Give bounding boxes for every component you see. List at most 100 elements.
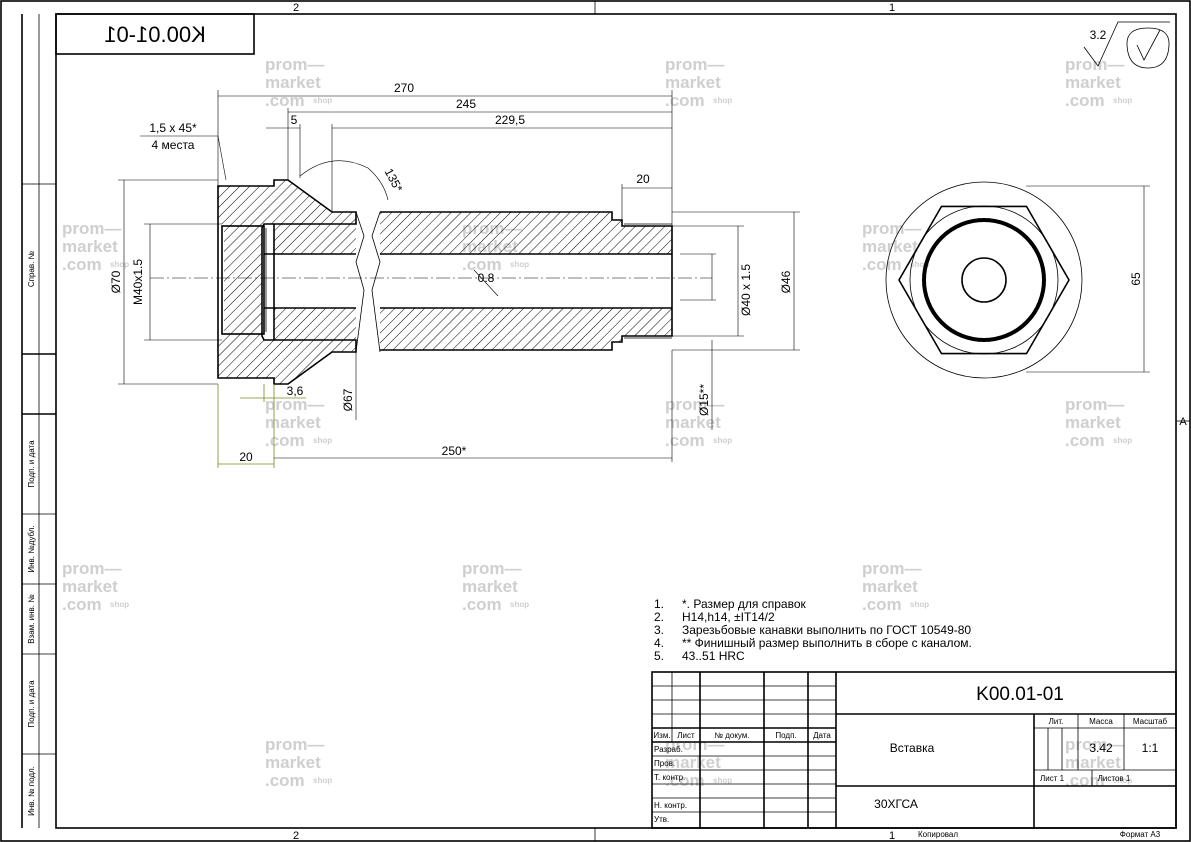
watermark-suffix: shop (713, 436, 732, 445)
dim-270: 270 (394, 81, 414, 95)
tb-mass-value: 3.42 (1089, 741, 1113, 755)
copied-label: Копировал (918, 830, 958, 839)
watermark-suffix: shop (110, 600, 129, 609)
watermark-text: .com (862, 595, 902, 614)
podp-data-label-2: Подп. и дата (27, 680, 36, 728)
watermark-suffix: shop (713, 96, 732, 105)
dimension-lines: 270 245 229,5 5 1,5 x 45* 4 места 135* 2… (109, 81, 800, 468)
tb-row-prov: Пров. (654, 759, 675, 768)
watermark-text: .com (665, 91, 705, 110)
dim-dia70: Ø70 (109, 270, 123, 293)
watermark-text: market (62, 577, 118, 596)
zone-top-right: 1 (889, 2, 895, 14)
note-text: *. Размер для справок (682, 597, 807, 611)
dim-245: 245 (456, 97, 476, 111)
watermark: prom—market.com shop (265, 395, 332, 450)
dim-65: 65 (1129, 272, 1143, 286)
watermark-text: market (862, 577, 918, 596)
note-text: 43..51 HRC (682, 649, 745, 663)
dim-dia67: Ø67 (341, 388, 355, 411)
watermark-text: .com (462, 595, 502, 614)
watermark-text: prom— (665, 395, 725, 414)
watermark-text: .com (462, 255, 502, 274)
note-number: 5. (654, 649, 664, 663)
watermark-suffix: shop (313, 776, 332, 785)
watermark-text: market (265, 73, 321, 92)
inv-dubl-label: Инв. №дубл. (27, 525, 36, 572)
tb-col-data: Дата (813, 731, 831, 740)
note-number: 1. (654, 597, 664, 611)
inv-podl-label: Инв. № подл. (27, 766, 36, 816)
watermark-text: market (265, 753, 321, 772)
watermark-text: market (862, 237, 918, 256)
tb-sheets-label: Листов 1 (1098, 774, 1131, 783)
tb-scale-value: 1:1 (1142, 741, 1159, 755)
watermark-suffix: shop (510, 600, 529, 609)
watermark-text: market (1065, 413, 1121, 432)
dim-250: 250* (442, 444, 467, 458)
roughness-value: 3.2 (1090, 28, 1107, 42)
watermark-suffix: shop (1113, 436, 1132, 445)
zone-top-left: 2 (293, 2, 299, 14)
watermark-text: .com (862, 255, 902, 274)
watermark-text: .com (1065, 431, 1105, 450)
tb-col-podp: Подп. (775, 731, 796, 740)
watermark-text: .com (665, 771, 705, 790)
dim-20-top: 20 (636, 172, 650, 186)
dim-dia40: Ø40 x 1.5 (739, 264, 753, 316)
watermark-text: market (462, 577, 518, 596)
watermark-text: prom— (665, 55, 725, 74)
watermark-suffix: shop (313, 96, 332, 105)
note-text: Зарезьбовые канавки выполнить по ГОСТ 10… (682, 623, 971, 637)
mirrored-designation: K00.01-01 (104, 22, 206, 47)
note-number: 2. (654, 610, 664, 624)
watermark-text: prom— (862, 559, 922, 578)
watermark-text: market (62, 237, 118, 256)
watermark-text: prom— (1065, 55, 1125, 74)
watermark-text: prom— (665, 735, 725, 754)
dim-dia46: Ø46 (779, 270, 793, 293)
dim-m40: M40x1.5 (131, 259, 145, 305)
watermark-text: market (665, 413, 721, 432)
watermark-suffix: shop (510, 260, 529, 269)
watermark-text: prom— (265, 395, 325, 414)
watermark-text: market (1065, 753, 1121, 772)
sprav-no-label: Справ. № (27, 250, 36, 287)
note-number: 4. (654, 636, 664, 650)
title-block: Изм. Лист № докум. Подп. Дата Разраб. Пр… (651, 671, 1177, 829)
dim-dia15: Ø15** (697, 384, 711, 416)
vzam-inv-label: Взам. инв. № (27, 594, 36, 644)
zone-right: A (1179, 416, 1187, 428)
watermark: prom—market.com shop (665, 55, 732, 110)
watermark-text: .com (62, 255, 102, 274)
note-number: 3. (654, 623, 664, 637)
tb-mass-label: Масса (1089, 717, 1113, 726)
watermark-suffix: shop (313, 436, 332, 445)
watermark-text: market (1065, 73, 1121, 92)
zone-bottom-right: 1 (889, 830, 895, 842)
roughness-symbol: 3.2 (1083, 21, 1170, 69)
tb-sheet-label: Лист 1 (1040, 774, 1065, 783)
watermark-text: prom— (62, 559, 122, 578)
tb-part-name: Вставка (890, 741, 935, 755)
tb-col-izm: Изм. (653, 731, 670, 740)
side-strip: Справ. № Подп. и дата Инв. №дубл. Взам. … (21, 14, 56, 828)
watermark-text: .com (265, 431, 305, 450)
part-end-view: 65 (885, 181, 1150, 379)
part-section-view (150, 179, 712, 385)
watermark-text: market (265, 413, 321, 432)
format-label: Формат А3 (1120, 830, 1161, 839)
watermark-text: market (665, 753, 721, 772)
watermark-text: market (665, 73, 721, 92)
tb-row-tkontr: Т. контр. (654, 773, 685, 782)
watermark-text: .com (265, 771, 305, 790)
